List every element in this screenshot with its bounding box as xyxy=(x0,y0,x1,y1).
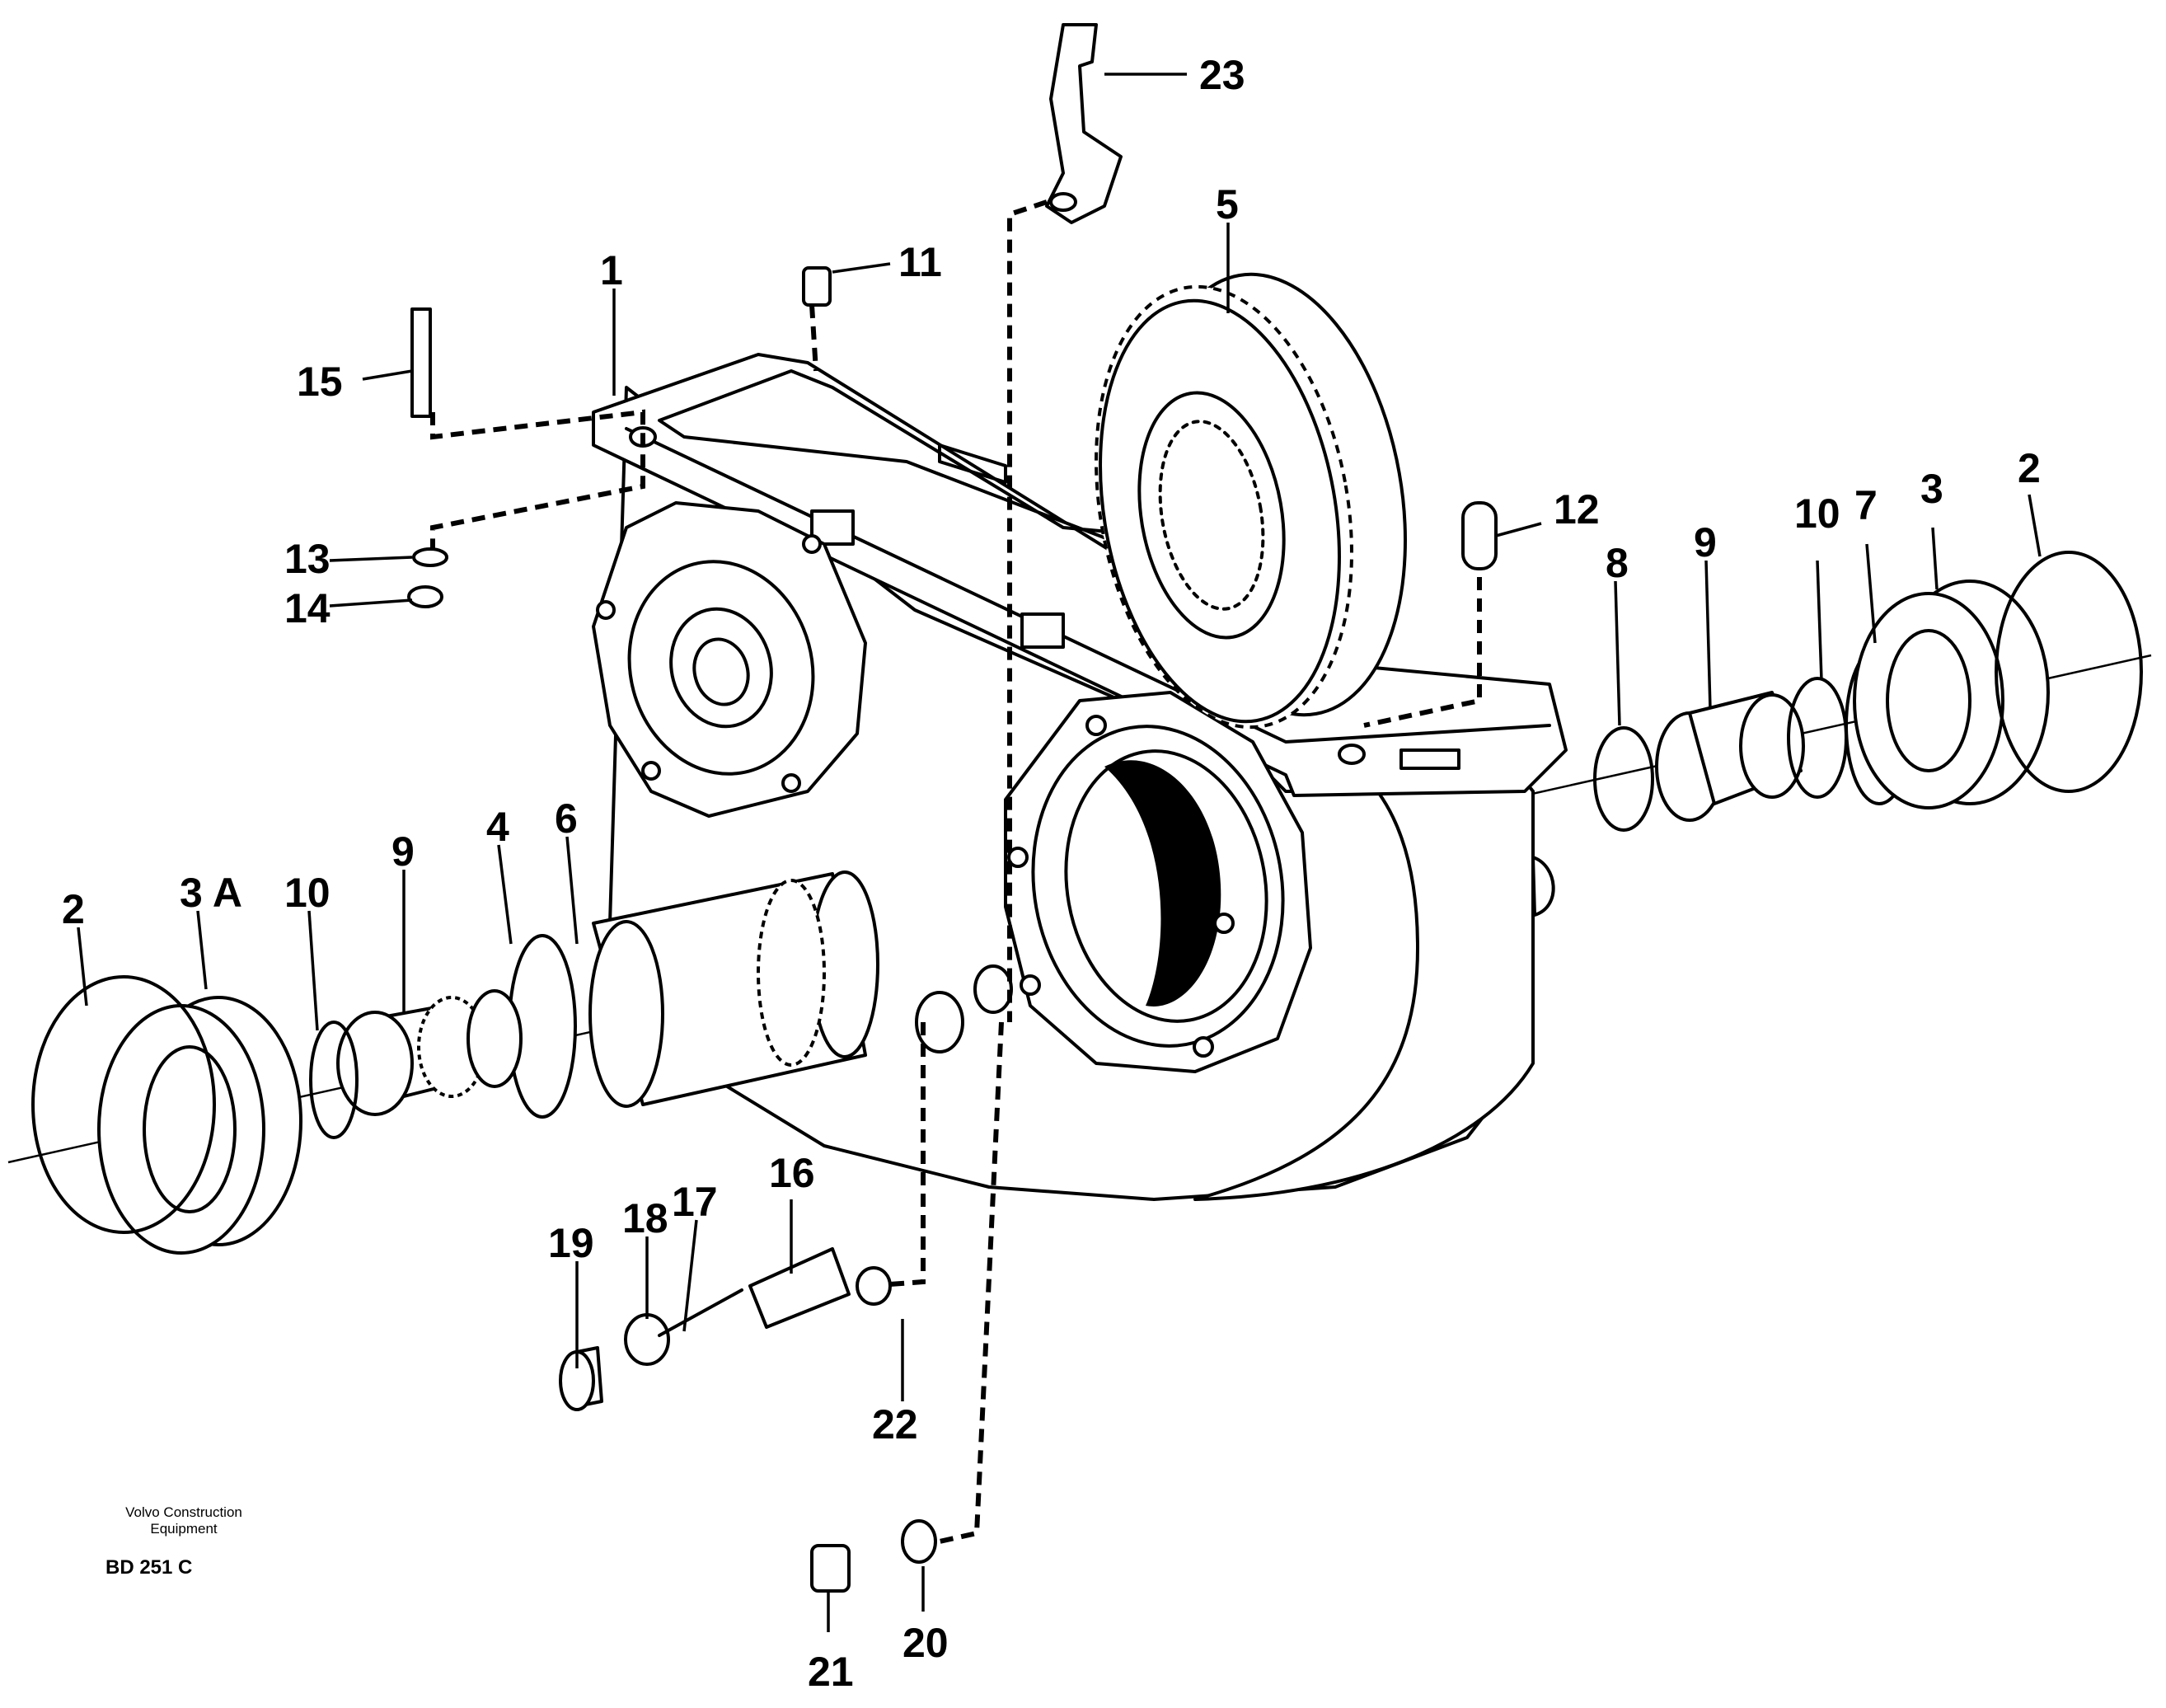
callout-19: 19 xyxy=(548,1220,594,1266)
callout-8: 8 xyxy=(1606,540,1629,586)
coupling-left xyxy=(336,989,523,1116)
manufacturer-line-1: Volvo Construction xyxy=(125,1504,242,1520)
callout-16: 16 xyxy=(769,1150,815,1196)
callout-23: 23 xyxy=(1199,52,1245,98)
gearbox-housing xyxy=(592,353,1568,1201)
assembly-dashed-lines xyxy=(430,199,1482,1544)
callout-2-right: 2 xyxy=(2018,445,2041,491)
callout-13: 13 xyxy=(284,536,331,582)
drain-plug xyxy=(810,1519,937,1593)
callout-11: 11 xyxy=(898,239,942,285)
drawing-code: BD 251 C xyxy=(105,1556,193,1579)
callout-21: 21 xyxy=(808,1649,854,1695)
callout-15: 15 xyxy=(297,359,343,405)
callout-12: 12 xyxy=(1554,486,1600,533)
callout-17: 17 xyxy=(672,1179,718,1225)
callout-1: 1 xyxy=(600,247,623,293)
manufacturer-caption: Volvo Construction Equipment xyxy=(97,1504,270,1537)
callout-9-left: 9 xyxy=(391,828,415,875)
callout-20: 20 xyxy=(902,1620,949,1666)
snap-ring-left xyxy=(31,975,359,1234)
shift-lever xyxy=(1045,23,1123,224)
callout-10-right: 10 xyxy=(1794,490,1840,537)
callout-7: 7 xyxy=(1854,482,1878,528)
output-shaft-assembly xyxy=(508,870,879,1119)
housing-fittings xyxy=(915,964,1013,1053)
callout-14: 14 xyxy=(284,585,331,631)
manufacturer-line-2: Equipment xyxy=(150,1521,218,1537)
callout-6: 6 xyxy=(555,795,578,842)
callout-leaders xyxy=(77,73,2042,1632)
callout-9-right: 9 xyxy=(1694,519,1717,565)
drive-gear xyxy=(1095,272,1407,730)
callout-22: 22 xyxy=(872,1401,918,1448)
callout-4: 4 xyxy=(486,804,509,850)
callout-10-left: 10 xyxy=(284,870,331,916)
fasteners xyxy=(407,266,1498,608)
callout-3: 3 xyxy=(1920,466,1943,512)
right-bearing-assembly xyxy=(1593,551,2143,832)
callout-2-left: 2 xyxy=(62,886,85,932)
bearing-3a xyxy=(97,996,302,1255)
filter-assembly xyxy=(559,1247,892,1411)
callout-labels: 1 2 2 3 3 A 4 5 6 7 8 9 9 10 10 11 12 13… xyxy=(62,52,2041,1695)
callout-3a: 3 A xyxy=(180,870,242,916)
callout-5: 5 xyxy=(1216,181,1239,228)
callout-18: 18 xyxy=(622,1195,668,1241)
